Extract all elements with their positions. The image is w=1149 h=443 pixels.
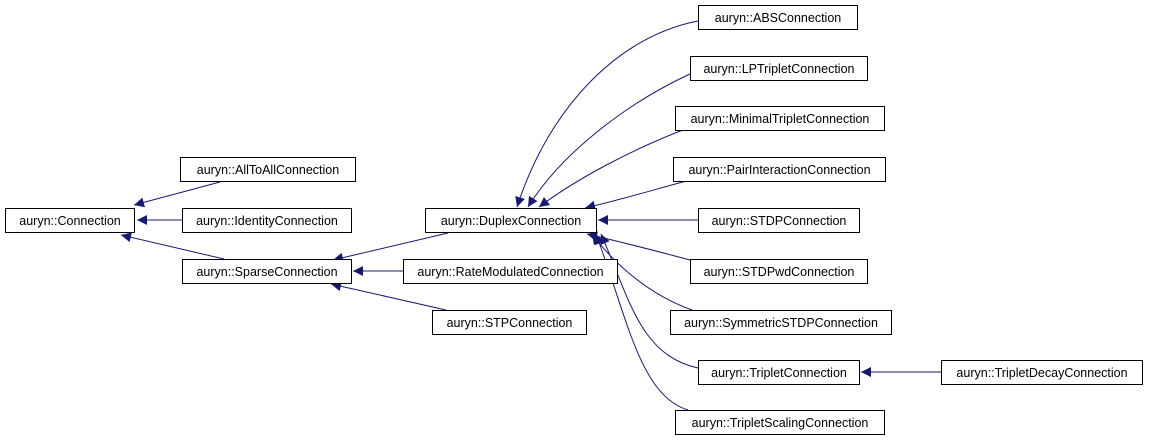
node-alltoall-connection[interactable]: auryn::AllToAllConnection: [180, 157, 356, 182]
node-ratemodulated-connection[interactable]: auryn::RateModulatedConnection: [403, 259, 618, 284]
edge-lptriplet-to-duplex: [527, 73, 691, 208]
node-duplex-connection[interactable]: auryn::DuplexConnection: [425, 208, 597, 233]
edge-alltoall-to-connection: [133, 181, 221, 208]
edge-minimaltriplet-to-duplex: [538, 127, 689, 208]
node-tripletscaling-connection[interactable]: auryn::TripletScalingConnection: [675, 410, 885, 435]
edge-stp-to-sparse: [330, 281, 447, 311]
node-triplet-connection[interactable]: auryn::TripletConnection: [698, 360, 860, 385]
node-abs-connection[interactable]: auryn::ABSConnection: [698, 5, 858, 30]
node-sparse-connection[interactable]: auryn::SparseConnection: [182, 259, 352, 284]
edge-pairinteraction-to-duplex: [584, 179, 691, 211]
node-symmetricstdp-connection[interactable]: auryn::SymmetricSTDPConnection: [670, 310, 892, 335]
node-lptriplet-connection[interactable]: auryn::LPTripletConnection: [690, 56, 868, 81]
node-identity-connection[interactable]: auryn::IdentityConnection: [182, 208, 352, 233]
edge-duplex-to-sparse: [332, 232, 449, 263]
node-connection[interactable]: auryn::Connection: [5, 208, 135, 233]
node-tripletdecay-connection[interactable]: auryn::TripletDecayConnection: [941, 360, 1143, 385]
edge-abs-to-duplex: [515, 20, 699, 208]
node-stdp-connection[interactable]: auryn::STDPConnection: [698, 208, 860, 233]
edge-triplet-to-duplex: [600, 233, 699, 369]
edge-sparse-to-connection: [120, 232, 225, 260]
node-pairinteraction-connection[interactable]: auryn::PairInteractionConnection: [673, 157, 886, 182]
node-minimaltriplet-connection[interactable]: auryn::MinimalTripletConnection: [675, 106, 885, 131]
node-stp-connection[interactable]: auryn::STPConnection: [432, 310, 587, 335]
node-stdpwd-connection[interactable]: auryn::STDPwdConnection: [690, 259, 868, 284]
